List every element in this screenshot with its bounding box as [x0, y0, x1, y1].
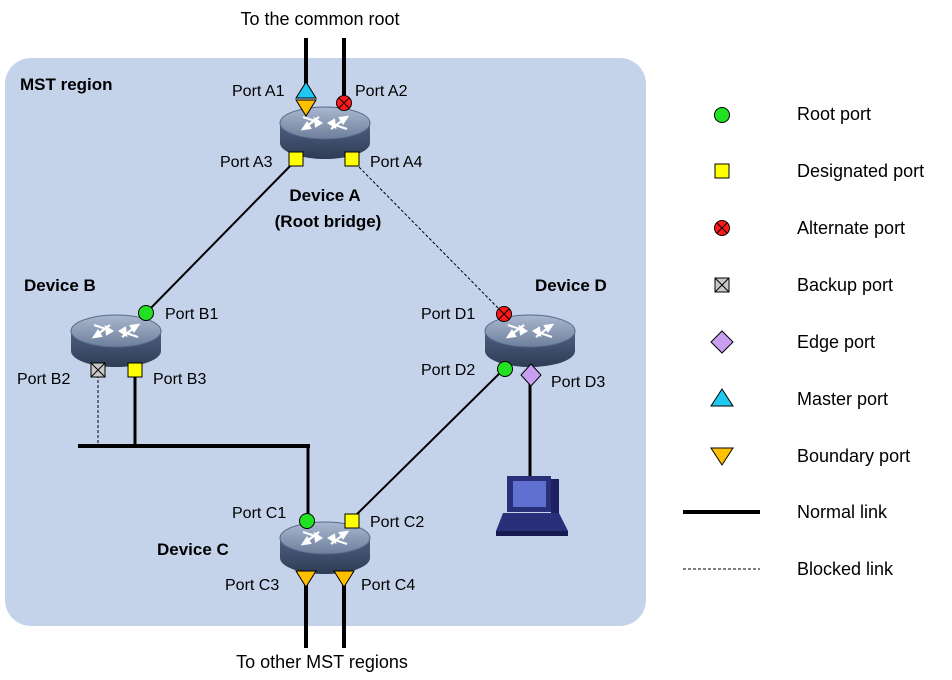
port-a4-label: Port A4 [370, 154, 423, 171]
legend-backup-port-label: Backup port [797, 275, 893, 295]
legend-root-port-icon [714, 107, 730, 123]
legend: Root port Designated port Alternate port… [683, 104, 924, 579]
links [78, 38, 532, 648]
legend-alternate-port-icon [714, 220, 730, 236]
port-c3-label: Port C3 [225, 577, 279, 594]
port-c4-label: Port C4 [361, 577, 415, 594]
top-label: To the common root [240, 9, 399, 29]
port-b3-designated-icon [127, 362, 143, 378]
port-a1-label: Port A1 [232, 83, 285, 100]
port-c2-designated-icon [344, 513, 360, 529]
device-a-name: Device A [289, 186, 360, 205]
legend-boundary-port-label: Boundary port [797, 446, 910, 466]
port-b2-backup-icon [90, 362, 106, 378]
device-d-switch-icon [483, 313, 577, 369]
port-d2-label: Port D2 [421, 362, 475, 379]
port-a1-master-icon [295, 81, 317, 99]
legend-edge-port-label: Edge port [797, 332, 875, 352]
port-d1-alternate-icon [496, 306, 512, 322]
device-b-name: Device B [24, 276, 96, 295]
port-a4-designated-icon [344, 151, 360, 167]
legend-boundary-port-icon [710, 447, 734, 466]
port-b3-label: Port B3 [153, 371, 206, 388]
device-b-switch-icon [69, 313, 163, 369]
port-a3-label: Port A3 [220, 154, 273, 171]
port-b2-label: Port B2 [17, 371, 70, 388]
legend-master-port-icon [710, 388, 734, 407]
device-a-role: (Root bridge) [275, 212, 382, 231]
port-a3-designated-icon [288, 151, 304, 167]
link-a-d-blocked [351, 159, 505, 315]
port-c1-root-icon [299, 513, 315, 529]
legend-master-port-label: Master port [797, 389, 888, 409]
port-a2-label: Port A2 [355, 83, 408, 100]
legend-designated-port-icon [714, 163, 730, 179]
port-d2-root-icon [497, 361, 513, 377]
legend-edge-port-icon [710, 330, 734, 354]
port-d1-label: Port D1 [421, 306, 475, 323]
port-a1-boundary-icon [295, 99, 317, 117]
port-c3-boundary-icon [295, 570, 317, 588]
device-c-name: Device C [157, 540, 229, 559]
legend-backup-port-icon [714, 277, 730, 293]
port-c4-boundary-icon [333, 570, 355, 588]
mst-region [5, 58, 646, 626]
port-b1-label: Port B1 [165, 306, 218, 323]
device-c-switch-icon [278, 520, 372, 576]
port-d3-label: Port D3 [551, 374, 605, 391]
port-c2-label: Port C2 [370, 514, 424, 531]
device-d-name: Device D [535, 276, 607, 295]
device-a-switch-icon [278, 105, 372, 161]
region-label: MST region [20, 75, 113, 94]
link-c-d [351, 367, 506, 520]
legend-blocked-link-label: Blocked link [797, 559, 894, 579]
legend-normal-link-label: Normal link [797, 502, 888, 522]
legend-designated-port-label: Designated port [797, 161, 924, 181]
link-a-b [145, 159, 297, 314]
legend-root-port-label: Root port [797, 104, 871, 124]
port-d3-edge-icon [520, 363, 542, 387]
port-a2-alternate-icon [336, 95, 352, 111]
bottom-label: To other MST regions [236, 652, 408, 672]
legend-alternate-port-label: Alternate port [797, 218, 905, 238]
port-b1-root-icon [138, 305, 154, 321]
port-c1-label: Port C1 [232, 505, 286, 522]
pc-icon [496, 476, 568, 536]
